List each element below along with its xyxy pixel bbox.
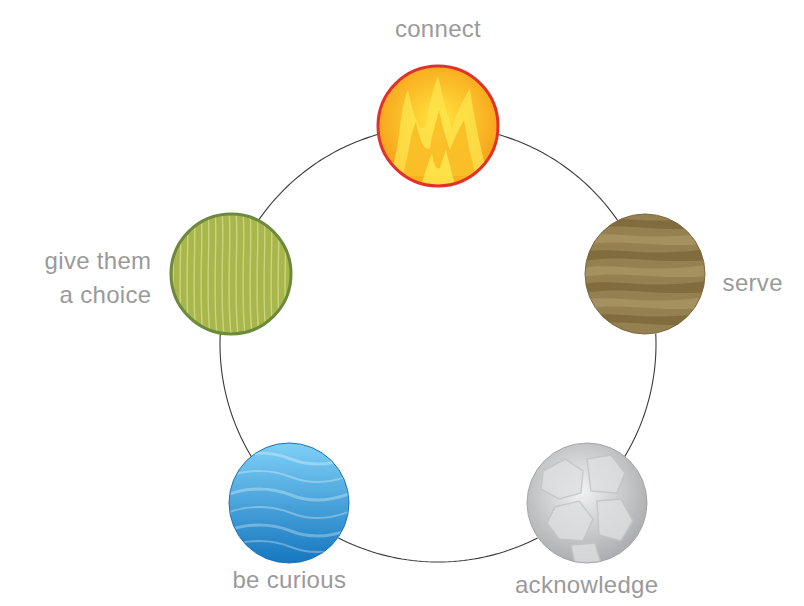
flame-texture	[378, 66, 498, 188]
circle-outline	[229, 443, 349, 563]
node-label: give them a choice	[33, 244, 151, 312]
circle-shape	[227, 441, 351, 565]
node-label: acknowledge	[515, 568, 658, 602]
stone-texture	[527, 443, 647, 565]
circle-shape	[376, 64, 500, 188]
circle-shape	[525, 441, 649, 565]
texture-circle: give them a choice	[169, 212, 293, 336]
ring-connector	[625, 333, 656, 456]
node-label: connect	[395, 12, 481, 46]
node-label: be curious	[232, 563, 346, 597]
node-label: serve	[723, 266, 783, 300]
water-texture	[227, 443, 351, 563]
texture-circle: acknowledge	[525, 441, 649, 565]
circle-outline	[527, 443, 647, 563]
circle-shape	[583, 212, 707, 336]
circle-outline	[378, 66, 498, 186]
circle-outline	[171, 214, 291, 334]
grass-texture	[171, 212, 293, 336]
ring-connector	[338, 538, 537, 562]
ring-connector	[497, 134, 617, 221]
texture-circle: be curious	[227, 441, 351, 565]
ring-connector	[220, 333, 251, 456]
ring-connector	[258, 134, 378, 221]
circle-shape	[169, 212, 293, 336]
texture-circle: connect	[376, 64, 500, 188]
circle-outline	[585, 214, 705, 334]
wood-texture	[583, 214, 707, 334]
texture-circle: serve	[583, 212, 707, 336]
